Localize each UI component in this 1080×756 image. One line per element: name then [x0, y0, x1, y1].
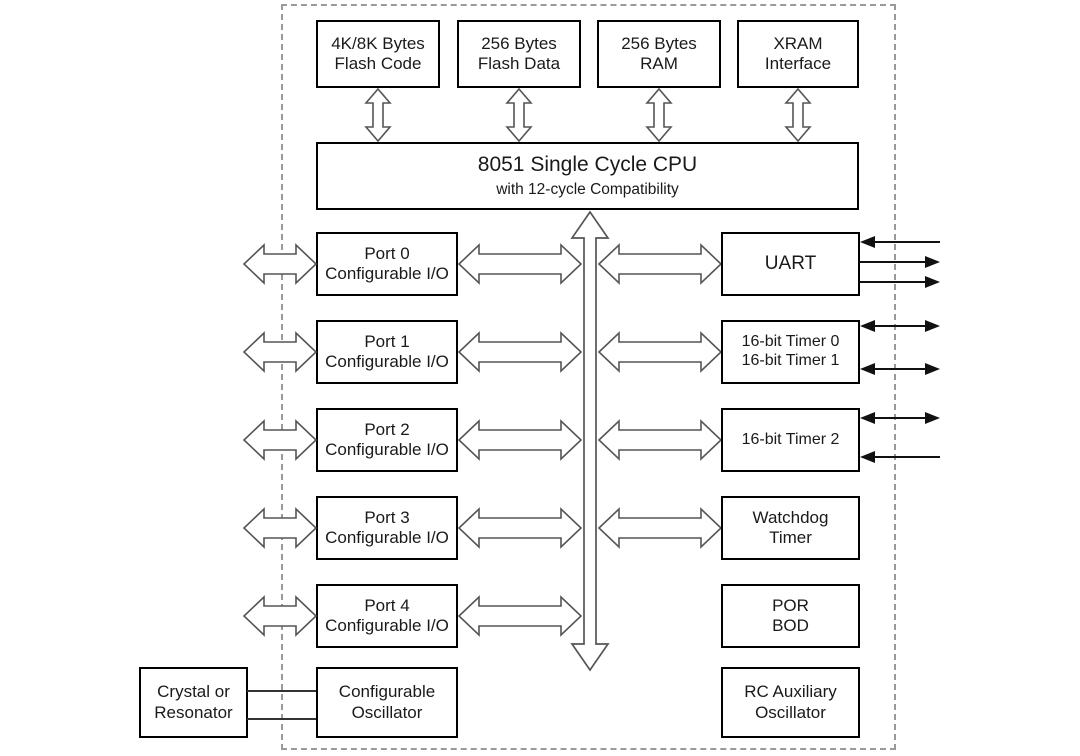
block-rc-auxiliary-oscillator[interactable]: RC Auxiliary Oscillator [721, 667, 860, 738]
port-label-line2: Configurable I/O [325, 528, 449, 547]
signal-uart-tx-out-2 [858, 273, 942, 291]
arrow-port-4-to-bus [457, 592, 583, 640]
signal-uart-rx-in [858, 233, 942, 251]
peripheral-label-line1: 16-bit Timer 2 [741, 430, 840, 448]
block-crystal-resonator[interactable]: Crystal or Resonator [139, 667, 248, 738]
block-port-1[interactable]: Port 1 Configurable I/O [316, 320, 458, 384]
block-label-line2: Interface [764, 54, 832, 73]
arrow-flash-code-to-cpu [364, 87, 392, 143]
arrow-xram-to-cpu [784, 87, 812, 143]
port-label-line1: Port 0 [364, 243, 410, 263]
arrow-flash-data-to-cpu [505, 87, 533, 143]
port-label-line2: Configurable I/O [325, 264, 449, 283]
block-configurable-oscillator[interactable]: Configurable Oscillator [316, 667, 458, 738]
connector-crystal-top [247, 690, 317, 692]
arrow-port-1-to-bus [457, 328, 583, 376]
arrow-port-2-to-bus [457, 416, 583, 464]
port-label-line1: Port 4 [364, 595, 410, 615]
connector-crystal-bottom [247, 718, 317, 720]
arrow-ram-to-cpu [645, 87, 673, 143]
block-cpu[interactable]: 8051 Single Cycle CPU with 12-cycle Comp… [316, 142, 859, 210]
peripheral-label-line1: POR [772, 595, 809, 615]
arrow-bus-to-watchdog [597, 504, 723, 552]
arrow-external-port-1 [242, 328, 318, 376]
cpu-label-line2: with 12-cycle Compatibility [496, 180, 679, 198]
port-label-line1: Port 2 [364, 419, 410, 439]
cpu-label-line1: 8051 Single Cycle CPU [477, 152, 698, 176]
peripheral-label-line2: Timer [769, 528, 812, 547]
arrow-port-0-to-bus [457, 240, 583, 288]
oscillator-label-line1: Crystal or [157, 682, 230, 702]
block-label-line1: 256 Bytes [621, 33, 697, 53]
peripheral-label-line2: 16-bit Timer 1 [741, 352, 840, 369]
block-label-line2: Flash Code [334, 54, 422, 73]
block-label-line1: 256 Bytes [481, 33, 557, 53]
port-label-line1: Port 1 [364, 331, 410, 351]
arrow-external-port-0 [242, 240, 318, 288]
block-flash-code[interactable]: 4K/8K Bytes Flash Code [316, 20, 440, 88]
peripheral-label-line2: Oscillator [755, 702, 826, 722]
signal-timer-1-bidirectional [858, 360, 942, 378]
signal-timer-2-input [858, 448, 942, 466]
block-xram-interface[interactable]: XRAM Interface [737, 20, 859, 88]
block-flash-data[interactable]: 256 Bytes Flash Data [457, 20, 581, 88]
block-timer-2[interactable]: 16-bit Timer 2 [721, 408, 860, 472]
arrow-port-3-to-bus [457, 504, 583, 552]
block-label-line1: 4K/8K Bytes [331, 33, 425, 53]
block-port-3[interactable]: Port 3 Configurable I/O [316, 496, 458, 560]
block-uart[interactable]: UART [721, 232, 860, 296]
peripheral-label-line2: BOD [772, 616, 809, 635]
port-label-line1: Port 3 [364, 507, 410, 527]
oscillator-label-line2: Oscillator [351, 702, 423, 722]
arrow-external-port-3 [242, 504, 318, 552]
arrow-external-port-2 [242, 416, 318, 464]
block-watchdog-timer[interactable]: Watchdog Timer [721, 496, 860, 560]
block-port-2[interactable]: Port 2 Configurable I/O [316, 408, 458, 472]
peripheral-label-line1: Watchdog [752, 507, 829, 527]
peripheral-label-line1: 16-bit Timer 0 [741, 333, 840, 351]
signal-timer-2-bidirectional [858, 409, 942, 427]
block-por-bod[interactable]: POR BOD [721, 584, 860, 648]
block-label-line1: XRAM [773, 33, 823, 53]
arrow-bus-to-uart [597, 240, 723, 288]
block-port-0[interactable]: Port 0 Configurable I/O [316, 232, 458, 296]
block-label-line2: RAM [640, 54, 678, 73]
oscillator-label-line2: Resonator [154, 702, 233, 722]
arrow-external-port-4 [242, 592, 318, 640]
oscillator-label-line1: Configurable [338, 682, 436, 702]
arrow-bus-to-timer-0-1 [597, 328, 723, 376]
port-label-line2: Configurable I/O [325, 352, 449, 371]
port-label-line2: Configurable I/O [325, 440, 449, 459]
block-label-line2: Flash Data [477, 54, 561, 73]
signal-uart-tx-out-1 [858, 253, 942, 271]
block-port-4[interactable]: Port 4 Configurable I/O [316, 584, 458, 648]
peripheral-label-line1: RC Auxiliary [744, 682, 837, 702]
peripheral-label-line1: UART [764, 252, 817, 274]
internal-system-bus [568, 210, 612, 677]
port-label-line2: Configurable I/O [325, 616, 449, 635]
arrow-bus-to-timer-2 [597, 416, 723, 464]
signal-timer-0-bidirectional [858, 317, 942, 335]
block-ram[interactable]: 256 Bytes RAM [597, 20, 721, 88]
block-timer-0-1[interactable]: 16-bit Timer 0 16-bit Timer 1 [721, 320, 860, 384]
chip-boundary [281, 4, 896, 750]
